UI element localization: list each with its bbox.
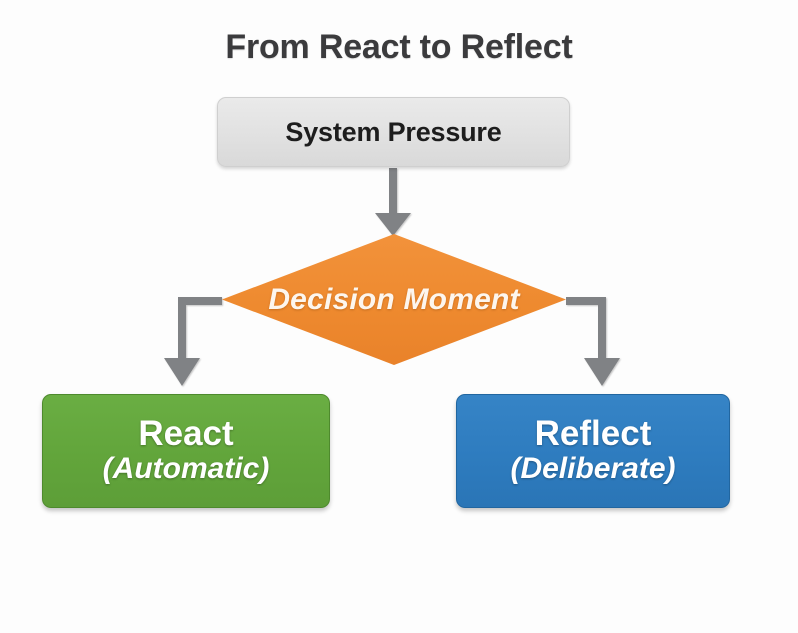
node-system-pressure-label: System Pressure [285, 116, 502, 147]
page-title: From React to Reflect [225, 28, 573, 66]
node-reflect[interactable]: Reflect (Deliberate) [456, 394, 730, 508]
node-react[interactable]: React (Automatic) [42, 394, 330, 508]
node-reflect-sublabel: (Deliberate) [510, 452, 676, 486]
connector-pressure-to-decision [375, 168, 411, 236]
node-system-pressure[interactable]: System Pressure [217, 97, 570, 167]
node-decision-moment[interactable]: Decision Moment [222, 234, 566, 365]
connector-decision-to-reflect [566, 297, 620, 386]
node-react-sublabel: (Automatic) [102, 452, 270, 486]
node-react-label: React [138, 414, 234, 454]
connector-decision-to-react [164, 297, 222, 386]
node-reflect-label: Reflect [534, 414, 652, 454]
node-decision-moment-label: Decision Moment [268, 282, 520, 316]
